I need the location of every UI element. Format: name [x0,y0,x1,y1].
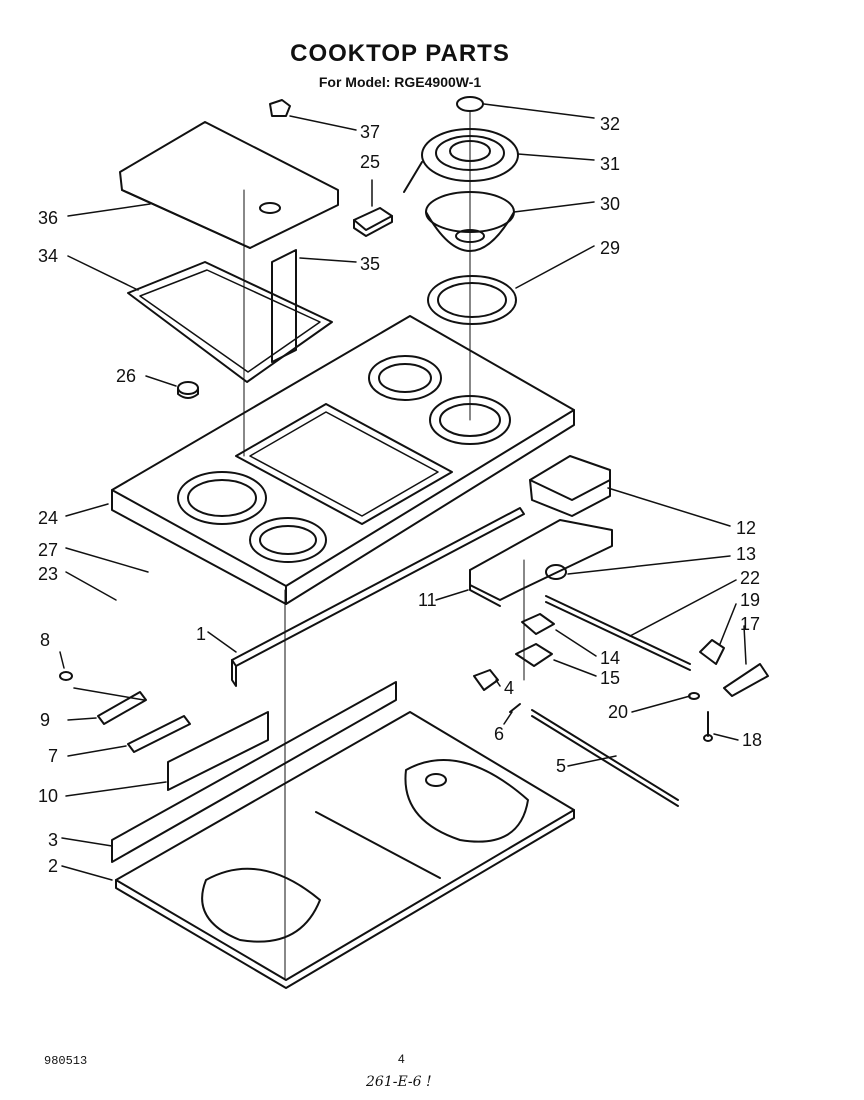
part-31-element [403,128,519,193]
part-14-plate [521,613,555,635]
part-35-strip [271,249,297,363]
part-9-terminal-strip [97,691,147,725]
callout-18: 18 [742,730,762,750]
page-title: COOKTOP PARTS [290,40,510,67]
part-24-cooktop [111,315,575,605]
callout-20: 20 [608,702,628,722]
callout-25: 25 [360,152,380,172]
callout-14: 14 [600,648,620,668]
callout-labels: 32 31 30 29 37 25 36 34 35 26 24 27 23 1… [38,114,762,876]
part-2-bottom-pan [115,711,575,989]
part-15-clip [515,643,553,667]
callout-27: 27 [38,540,58,560]
callout-36: 36 [38,208,58,228]
callout-26: 26 [116,366,136,386]
alignment-lines [243,111,525,981]
callout-11: 11 [418,590,437,610]
callout-34: 34 [38,246,58,266]
callout-35: 35 [360,254,380,274]
part-11-bracket [469,519,613,607]
part-25-terminal-block [353,207,393,237]
part-6-fuse [509,703,521,713]
callout-32: 32 [600,114,620,134]
callout-22: 22 [740,568,760,588]
callout-29: 29 [600,238,620,258]
part-1-rail [231,507,525,687]
part-32-cap [456,96,484,112]
callout-19: 19 [740,590,760,610]
page-number: 4 [398,1052,405,1066]
callout-8: 8 [40,630,50,650]
handwritten-note: 261-E-6 ! [366,1074,432,1090]
part-8-nut [59,671,73,681]
callout-6: 6 [494,724,504,744]
callout-10: 10 [38,786,58,806]
part-13-bushing [545,564,567,580]
callout-4: 4 [504,678,514,698]
part-34-frame [127,261,333,383]
callout-15: 15 [600,668,620,688]
callout-2: 2 [48,856,58,876]
callout-12: 12 [736,518,756,538]
part-36-cover-lid [119,121,339,249]
callout-23: 23 [38,564,58,584]
part-5-wire-rod [531,709,679,807]
callout-31: 31 [600,154,620,174]
document-code: 980513 [44,1054,88,1068]
part-10-plate [167,711,269,791]
callout-13: 13 [736,544,756,564]
callout-9: 9 [40,710,50,730]
part-26-knob [177,381,199,399]
part-22-rod [545,595,691,671]
leader-lines [59,103,747,881]
part-12-switch [529,455,611,517]
callout-24: 24 [38,508,58,528]
callout-3: 3 [48,830,58,850]
callout-5: 5 [556,756,566,776]
part-3-rear-panel [111,681,397,863]
callout-30: 30 [600,194,620,214]
callout-37: 37 [360,122,380,142]
part-18-screw [703,711,713,742]
part-4-socket [473,669,499,691]
callout-17: 17 [740,614,760,634]
part-19-pivot [699,639,725,665]
part-17-latch [723,663,769,697]
part-29-trim-ring [427,275,517,325]
model-subtitle: For Model: RGE4900W-1 [318,74,482,90]
part-7-bracket [127,715,191,753]
part-37-clip [269,99,291,117]
callout-1: 1 [196,624,206,644]
callout-7: 7 [48,746,58,766]
